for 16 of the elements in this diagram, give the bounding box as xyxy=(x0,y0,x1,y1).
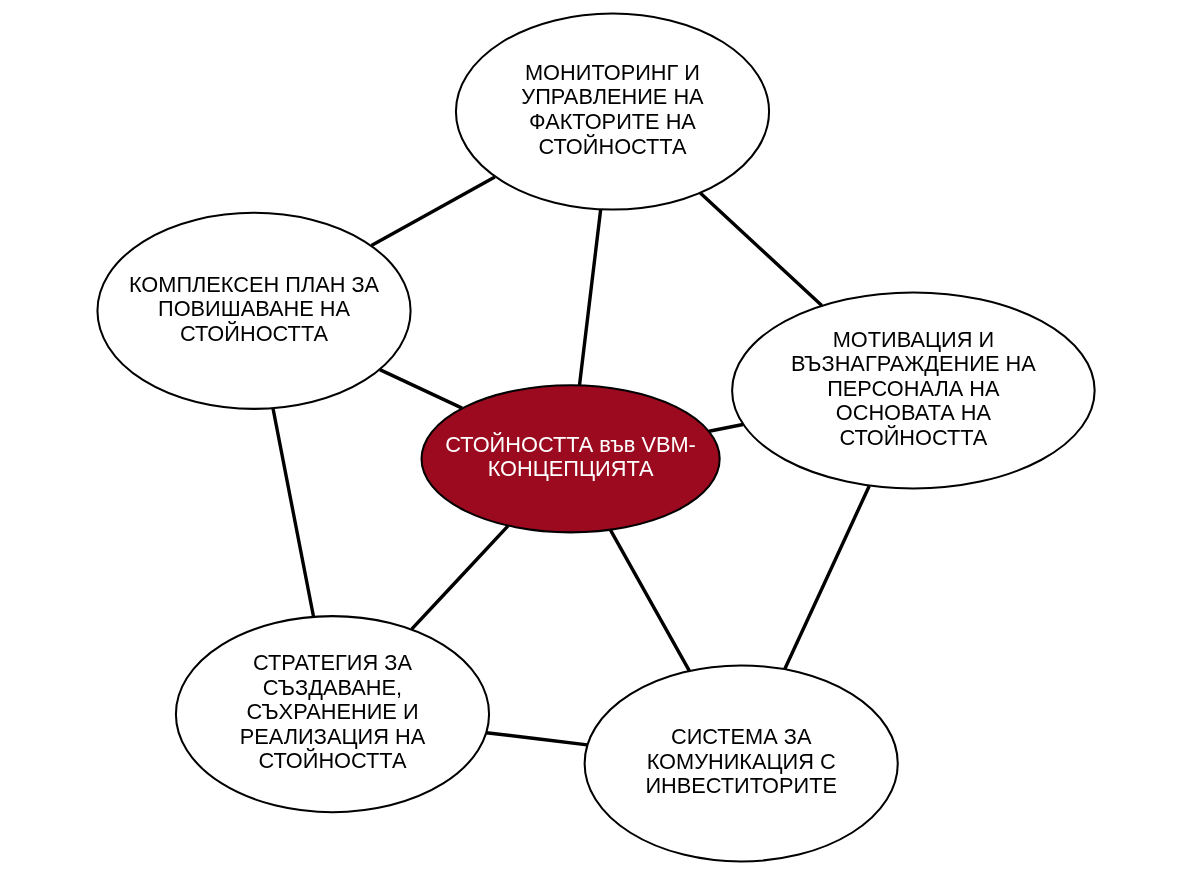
connector xyxy=(782,485,871,670)
node-ellipse: МОНИТОРИНГ И УПРАВЛЕНИЕ НА ФАКТОРИТЕ НА СТОЙНОСТТА xyxy=(454,12,770,211)
connector xyxy=(270,407,315,617)
connector xyxy=(698,191,823,307)
connector xyxy=(370,175,496,248)
node-ellipse: СИСТЕМА ЗА КОМУНИКАЦИЯ С ИНВЕСТИТОРИТЕ xyxy=(583,664,899,863)
node-ellipse: МОТИВАЦИЯ И ВЪЗНАГРАЖДЕНИЕ НА ПЕРСОНАЛА НА ОСНОВАТА НА СТОЙНОСТТА xyxy=(730,291,1096,490)
connector xyxy=(708,422,743,433)
node-ellipse: СТОЙНОСТТА във VBM-КОНЦЕПЦИЯТА xyxy=(420,384,721,534)
connector xyxy=(485,731,587,747)
connector xyxy=(608,529,691,672)
connector xyxy=(409,524,509,631)
node-ellipse: СТРАТЕГИЯ ЗА СЪЗДАВАНЕ, СЪХРАНЕНИЕ И РЕАЛИЗАЦИЯ НА СТОЙНОСТТА xyxy=(174,615,490,814)
connector xyxy=(378,368,463,410)
connector xyxy=(577,209,602,386)
node-ellipse: КОМПЛЕКСЕН ПЛАН ЗА ПОВИШАВАНЕ НА СТОЙНОСТТА xyxy=(95,211,412,410)
